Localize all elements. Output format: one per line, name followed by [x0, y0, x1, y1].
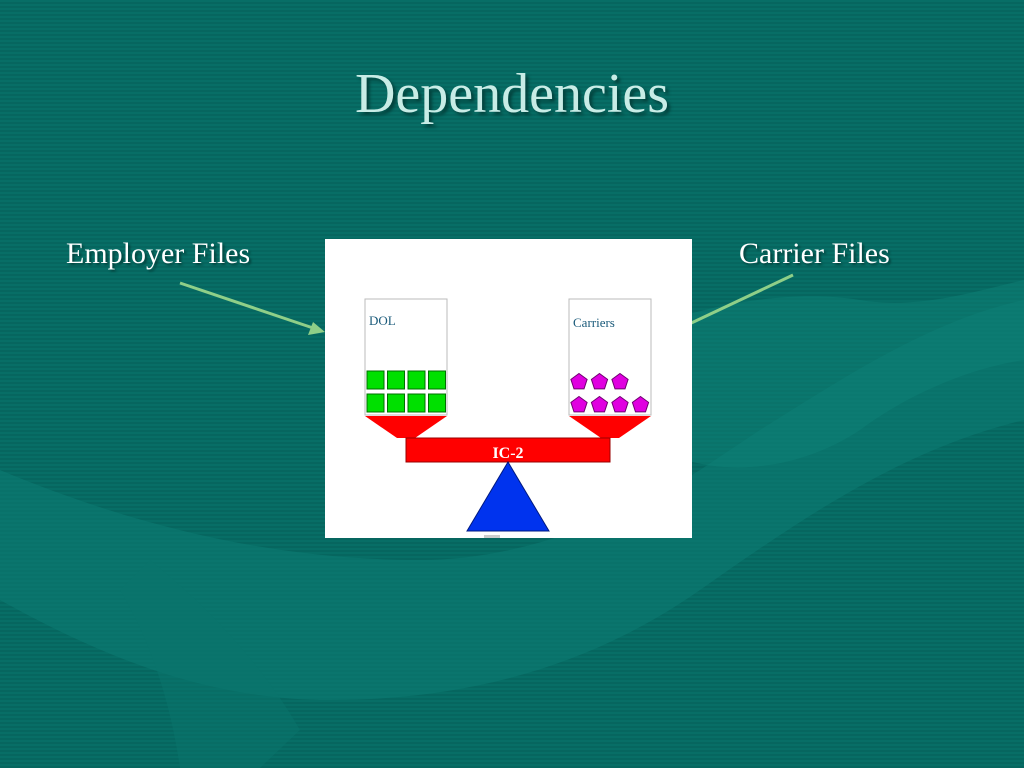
carrier-file-pentagon [570, 372, 588, 390]
carriers-bin [568, 298, 652, 416]
employer-file-square [428, 370, 446, 390]
scale-diagram-panel: DOL Carriers IC-2 [325, 239, 692, 538]
carrier-file-pentagon [590, 372, 609, 390]
background-finger-shape [120, 560, 300, 768]
balance-scale-diagram: DOL Carriers IC-2 [364, 298, 652, 538]
employer-file-square [366, 393, 385, 413]
carrier-file-pentagon [570, 395, 588, 413]
ic2-beam [405, 437, 611, 463]
carrier-file-pentagon [611, 395, 629, 413]
fulcrum-base [484, 535, 500, 538]
carrier-file-pentagon [631, 395, 650, 413]
background-hand-shape [622, 280, 1024, 468]
employer-file-square [366, 370, 385, 390]
employer-file-square [387, 393, 405, 413]
slide-title: Dependencies [354, 63, 670, 125]
carrier-file-pentagons [570, 372, 650, 413]
left-arrow-line [179, 281, 317, 331]
carrier-file-pentagon [611, 372, 629, 390]
background-arm-shape [0, 300, 1024, 700]
fulcrum-triangle [466, 461, 550, 532]
employer-file-squares [366, 370, 446, 413]
left-arrow-head [308, 322, 325, 335]
employer-file-square [407, 370, 426, 390]
dol-bin-label: DOL [369, 313, 396, 328]
carrier-files-label: Carrier Files [739, 237, 890, 270]
ic2-beam-label: IC-2 [492, 445, 523, 462]
carriers-bin-label: Carriers [573, 315, 615, 330]
employer-file-square [407, 393, 426, 413]
employer-file-square [387, 370, 405, 390]
employer-file-square [428, 393, 446, 413]
right-pan [569, 416, 651, 438]
left-pan [365, 416, 447, 438]
carrier-file-pentagon [590, 395, 609, 413]
employer-files-label: Employer Files [66, 237, 251, 270]
